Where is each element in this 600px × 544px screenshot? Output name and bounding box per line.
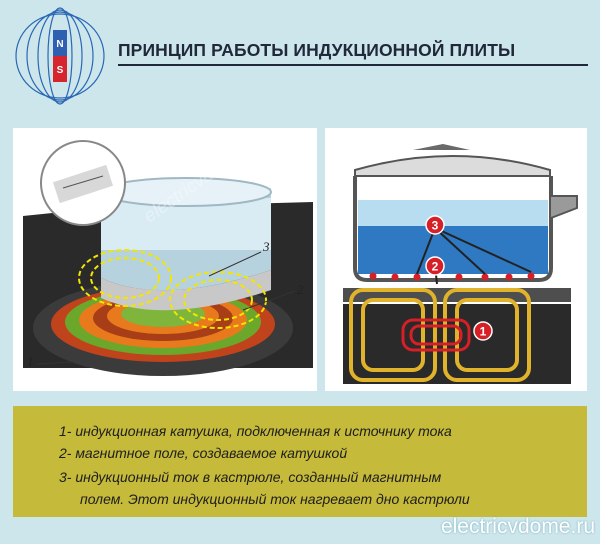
- callout-3: 3: [262, 239, 270, 254]
- marker-1-label: 1: [480, 325, 487, 339]
- callout-1: 1: [27, 354, 34, 369]
- legend-line-1: 1- индукционная катушка, подключенная к …: [59, 423, 452, 439]
- title-underline: [118, 64, 588, 66]
- pot-handle: [551, 196, 577, 218]
- induction-cross-section: 3 2 1: [325, 128, 587, 391]
- legend-line-2: 2- магнитное поле, создаваемое катушкой: [59, 445, 347, 461]
- legend-line-3: 3- индукционный ток в кастрюле, созданны…: [59, 469, 441, 485]
- marker-2-label: 2: [432, 260, 439, 274]
- induction-cooktop-illustration: 3 2 1: [13, 128, 317, 391]
- marker-3-label: 3: [432, 219, 439, 233]
- footer-site: electricvdome.ru: [380, 515, 595, 539]
- magnet-field-logo: N S: [10, 2, 110, 110]
- pot-lid-knob: [413, 144, 470, 150]
- legend-line-3-cont: полем. Этот индукционный ток нагревает д…: [80, 491, 470, 507]
- magnet-north-label: N: [56, 39, 63, 50]
- callout-2: 2: [297, 282, 304, 297]
- magnet-south-label: S: [57, 65, 64, 76]
- legend-box: 1- индукционная катушка, подключенная к …: [13, 406, 587, 517]
- pot-lid: [355, 156, 550, 176]
- page-title: ПРИНЦИП РАБОТЫ ИНДУКЦИОННОЙ ПЛИТЫ: [118, 40, 588, 61]
